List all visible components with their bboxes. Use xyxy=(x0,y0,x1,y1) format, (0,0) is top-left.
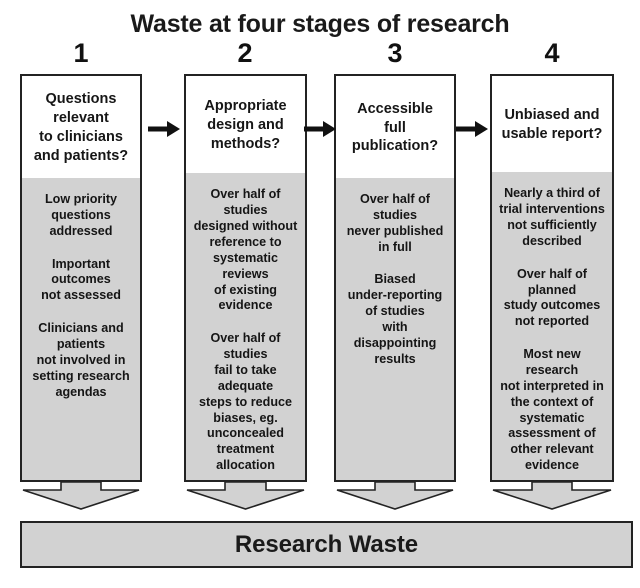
down-arrow-icon xyxy=(20,481,142,510)
research-waste-label: Research Waste xyxy=(234,530,419,558)
stage-number-3: 3 xyxy=(387,38,403,68)
right-arrow-icon xyxy=(303,118,337,140)
down-arrow-icon xyxy=(334,481,456,510)
stage-number-4: 4 xyxy=(544,38,560,68)
research-waste-bar: Research Waste xyxy=(20,521,633,568)
stage-number-1: 1 xyxy=(73,38,89,68)
stage-number-2: 2 xyxy=(237,38,253,68)
down-arrow-icon xyxy=(184,481,307,510)
right-arrow-icon xyxy=(455,118,489,140)
right-arrow-icon xyxy=(147,118,181,140)
page-title: Waste at four stages of research xyxy=(130,10,510,38)
down-arrow-icon xyxy=(490,481,614,510)
